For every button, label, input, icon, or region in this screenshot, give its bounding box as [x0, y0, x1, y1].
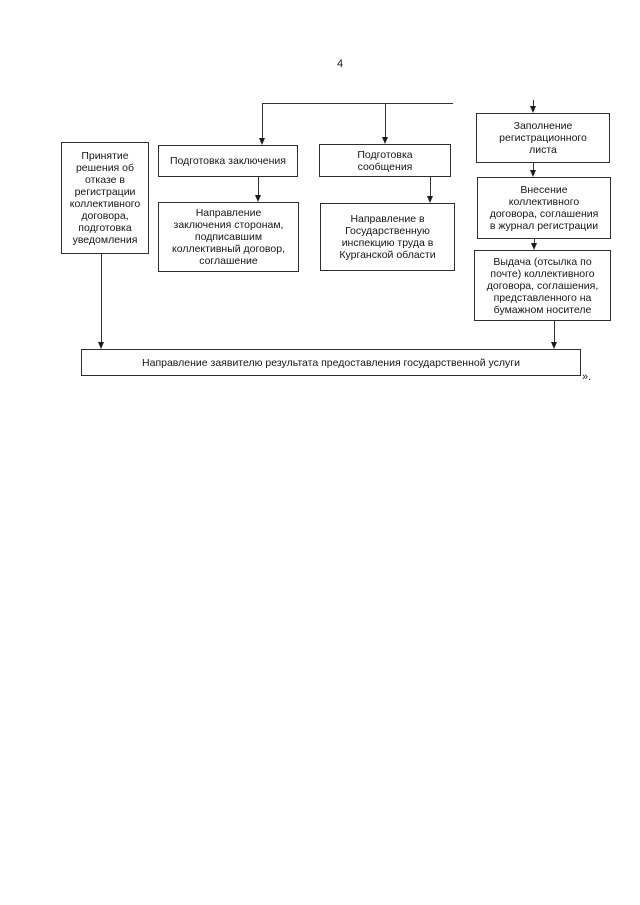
arrowhead-to-fill-registration-sheet	[529, 106, 536, 113]
arrowhead-to-issue-agreement	[530, 243, 537, 250]
connector-issue-to-result	[554, 321, 555, 342]
arrowhead-to-send-conclusion	[254, 195, 261, 202]
page-number: 4	[336, 58, 344, 70]
connector-to-send-conclusion	[258, 177, 259, 195]
connector-to-registration-journal	[533, 163, 534, 170]
flowchart-box-fill-registration-sheet: Заполнение регистрационного листа	[476, 113, 610, 163]
flowchart-box-decision-refusal: Принятие решения об отказе в регистрации…	[61, 142, 149, 254]
closing-quote-mark: ».	[582, 371, 592, 383]
flowchart-box-enter-registration-journal: Внесение коллективного договора, соглаше…	[477, 177, 611, 239]
arrowhead-to-prepare-message	[381, 137, 388, 144]
flowchart-box-prepare-message: Подготовка сообщения	[319, 144, 451, 177]
arrowhead-to-registration-journal	[529, 170, 536, 177]
connector-to-issue-agreement	[534, 239, 535, 243]
arrowhead-to-prepare-conclusion	[258, 138, 265, 145]
connector-to-send-to-inspection	[430, 177, 431, 196]
flowchart-box-send-result-to-applicant: Направление заявителю результата предост…	[81, 349, 581, 376]
flowchart-box-send-to-inspection: Направление в Государственную инспекцию …	[320, 203, 455, 271]
arrowhead-refusal-to-result	[97, 342, 104, 349]
flowchart-box-prepare-conclusion: Подготовка заключения	[158, 145, 298, 177]
connector-to-prepare-message	[385, 103, 386, 137]
connector-top-horizontal-line	[262, 103, 453, 104]
arrowhead-issue-to-result	[550, 342, 557, 349]
connector-to-prepare-conclusion	[262, 103, 263, 138]
arrowhead-to-send-to-inspection	[426, 196, 433, 203]
connector-to-fill-registration-sheet	[533, 100, 534, 106]
flowchart-box-send-conclusion: Направление заключения сторонам, подписа…	[158, 202, 299, 272]
connector-refusal-to-result	[101, 254, 102, 342]
flowchart-box-issue-collective-agreement: Выдача (отсылка по почте) коллективного …	[474, 250, 611, 321]
